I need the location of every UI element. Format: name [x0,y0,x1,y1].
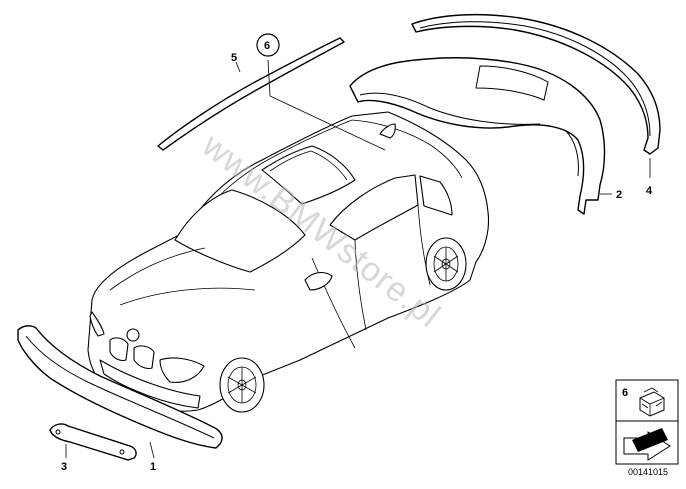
reference-code: 00141015 [628,467,668,477]
legend-number: 6 [622,387,628,399]
part-4-rear-lip [411,13,661,155]
car-illustration [87,111,490,413]
arrow-pointer-icon [623,428,671,461]
svg-text:5: 5 [231,52,237,64]
callout-2: 2 [616,189,622,201]
svg-text:6: 6 [264,40,270,52]
part-3-front-trim [49,423,137,461]
clip-fastener-icon [639,387,665,417]
callout-5: 5 [231,52,237,64]
callout-4: 4 [646,185,653,197]
svg-text:2: 2 [616,189,622,201]
part-2-rear-diffuser [349,57,606,215]
part-1-front-splitter [17,325,223,449]
callout-6: 6 [256,33,280,57]
callout-3: 3 [61,461,67,473]
part-5-roof-trim [157,37,345,151]
svg-text:3: 3 [61,461,67,473]
leader-lines [65,59,651,459]
legend-box: 6 [615,379,679,465]
svg-text:1: 1 [150,461,156,473]
callout-1: 1 [150,461,156,473]
svg-text:4: 4 [646,185,653,197]
